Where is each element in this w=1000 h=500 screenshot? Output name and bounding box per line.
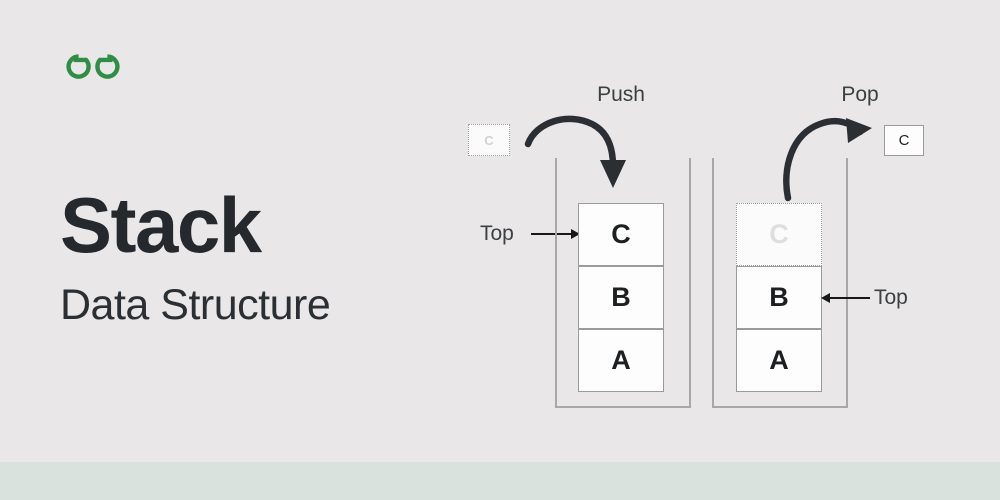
pop-stack-cell-1: B (736, 266, 822, 329)
bottom-accent-band (0, 462, 1000, 500)
push-stack-cell-0-value: C (611, 219, 631, 249)
push-stack-cell-2-value: A (611, 345, 631, 375)
geeksforgeeks-logo-icon (60, 44, 126, 84)
pop-stack-cell-2-value: A (769, 345, 789, 375)
pop-stack-cell-0: C (736, 203, 822, 266)
arrow-left-icon (821, 293, 870, 303)
push-label: Push (597, 83, 645, 106)
pop-stack-cell-2: A (736, 329, 822, 392)
curved-arrow-down-icon (524, 115, 626, 188)
push-stack-cell-1-value: B (611, 282, 631, 312)
pop-outgoing-element-value: C (898, 132, 910, 149)
push-incoming-element: C (468, 124, 510, 156)
curved-arrow-up-right-icon (783, 118, 872, 202)
push-stack-cell-2: A (578, 329, 664, 392)
arrow-right-icon (531, 229, 580, 239)
pop-stack-cell-0-value: C (769, 219, 789, 249)
push-incoming-element-value: C (484, 132, 494, 148)
pop-outgoing-element: C (884, 125, 924, 156)
pop-top-label: Top (874, 286, 908, 309)
push-stack-container (555, 158, 691, 408)
page-title: Stack (60, 181, 262, 269)
pop-stack-container (712, 158, 848, 408)
pop-stack-cell-1-value: B (769, 282, 789, 312)
push-top-label: Top (480, 222, 514, 245)
pop-label: Pop (841, 83, 879, 106)
push-stack-cell-0: C (578, 203, 664, 266)
page-subtitle: Data Structure (60, 281, 331, 329)
push-stack-cell-1: B (578, 266, 664, 329)
